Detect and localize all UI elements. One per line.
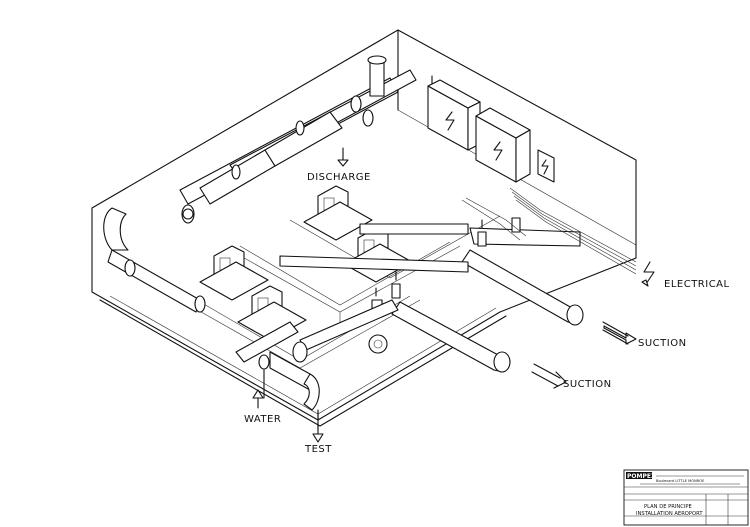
lightning-icon	[641, 261, 655, 287]
label-discharge: DISCHARGE	[307, 172, 371, 183]
suction-pipe-lower	[391, 301, 511, 373]
electrical-panel-2	[475, 107, 531, 183]
suction-arrow-1	[602, 321, 637, 345]
water-arrow	[252, 389, 264, 409]
label-suction-2: SUCTION	[563, 379, 612, 390]
label-suction-1: SUCTION	[638, 338, 687, 349]
pump-unit-2	[199, 245, 269, 301]
label-water: WATER	[244, 414, 281, 425]
label-test: TEST	[304, 444, 332, 455]
label-electrical: ELECTRICAL	[664, 279, 730, 290]
electrical-panel-3	[537, 149, 555, 183]
electrical-panel-1	[427, 75, 481, 151]
enclosure-frame	[91, 29, 637, 427]
piping-runs	[235, 223, 469, 363]
electrical-cables	[461, 187, 637, 275]
suction-arrow-2	[531, 363, 567, 389]
pump-unit-3	[343, 227, 413, 283]
discharge-arrow	[337, 147, 349, 167]
suction-pipe-upper	[461, 227, 584, 326]
title-block-address: Boulevard LITTLE MONROE	[656, 479, 705, 483]
drawing-title-line-2: INSTALLATION AEROPORT	[636, 511, 703, 517]
pump-unit-1	[303, 185, 373, 241]
drawing-title-line-1: PLAN DE PRINCIPE	[644, 504, 692, 510]
title-block-company: POMPEX	[627, 473, 656, 480]
pump-unit-4	[237, 285, 307, 341]
title-block: POMPEX Boulevard LITTLE MONROE PLAN DE P…	[623, 469, 749, 526]
water-test-piping	[258, 341, 320, 431]
test-arrow	[312, 423, 324, 443]
